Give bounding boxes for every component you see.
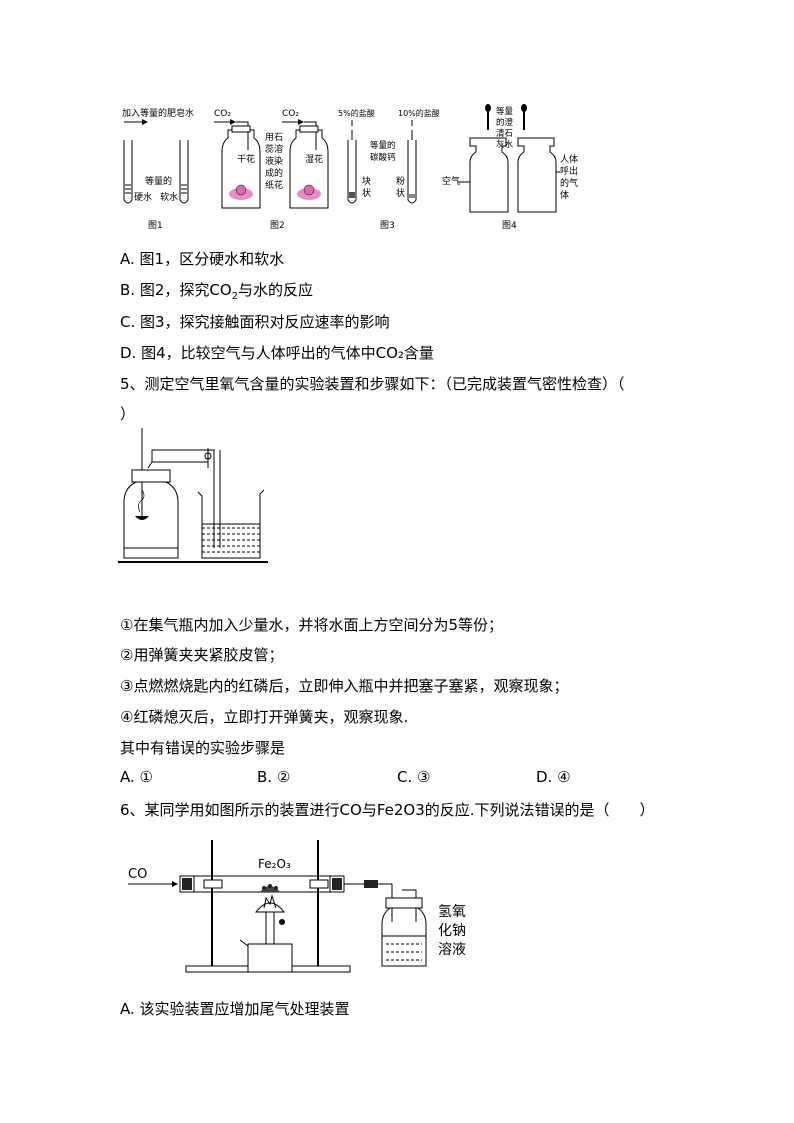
fig4-air-label: 空气: [442, 175, 460, 187]
q4-option-b: B. 图2，探究CO2与水的反应: [120, 279, 313, 302]
q5-question: 其中有错误的实验步骤是: [120, 739, 286, 757]
figure-1: 加入等量的肥皂水 等量的 硬水 软水 图1: [122, 107, 194, 231]
fig3-block: 块 状: [362, 175, 374, 199]
figure-2: CO₂ 干花 用石 蕊溶 液染 成的 纸花 CO₂ 湿花 图2: [214, 109, 329, 231]
q6-apparatus-figure: CO Fe₂O₃ 氢氧 化钠 溶液: [128, 840, 470, 973]
q6-fe2o3-label: Fe₂O₃: [258, 857, 291, 871]
q5-step-4: ④红磷熄灭后，立即打开弹簧夹，观察现象.: [120, 708, 409, 726]
q5-step-2: ②用弹簧夹夹紧胶皮管；: [120, 646, 284, 664]
fig3-powder: 粉 状: [396, 175, 408, 199]
q5-stem-line-2: ）: [120, 405, 136, 423]
q5-option-b: B. ②: [257, 768, 291, 786]
q6-stem: 6、某同学用如图所示的装置进行CO与Fe2O3的反应.下列说法错误的是（ ）: [120, 801, 655, 819]
q5-option-d: D. ④: [536, 768, 571, 786]
fig4-dropper-text: 等量 的澄 清石 灰水: [496, 106, 516, 150]
fig1-left-label: 硬水: [134, 191, 152, 203]
fig2-right-flower: 湿花: [305, 153, 323, 165]
fig1-middle-label: 等量的: [145, 175, 172, 187]
figure-3: 5%的盐酸 10%的盐酸 等量的 碳酸钙 块 状 粉 状 图3: [338, 108, 440, 231]
fig3-caption: 图3: [380, 220, 395, 231]
q4-option-d: D. 图4，比较空气与人体呼出的气体中CO₂含量: [120, 344, 434, 362]
fig2-co2-right: CO₂: [282, 109, 299, 119]
fig2-left-flower: 干花: [237, 153, 255, 165]
q5-option-a: A. ①: [120, 768, 153, 786]
q4-option-b-subscript: 2: [231, 291, 239, 302]
q6-option-a: A. 该实验装置应增加尾气处理装置: [120, 1000, 350, 1018]
fig3-middle-text: 等量的 碳酸钙: [370, 140, 398, 163]
fig2-side-text: 用石 蕊溶 液染 成的 纸花: [265, 132, 286, 191]
q6-co-label: CO: [128, 867, 147, 882]
fig2-co2-left: CO₂: [214, 109, 231, 119]
fig3-acid-right: 10%的盐酸: [398, 108, 440, 118]
q5-step-3: ③点燃燃烧匙内的红磷后，立即伸入瓶中并把塞子塞紧，观察现象；: [120, 677, 569, 695]
figure-4: 等量 的澄 清石 灰水 空气 人体 呼出 的气 体 图4: [442, 104, 581, 231]
q6-naoh-label: 氢氧 化钠 溶液: [438, 904, 470, 958]
q4-option-b-prefix: B. 图2，探究CO: [120, 281, 232, 299]
q4-option-a: A. 图1，区分硬水和软水: [120, 250, 285, 268]
fig2-caption: 图2: [270, 220, 285, 231]
q4-option-c: C. 图3，探究接触面积对反应速率的影响: [120, 313, 390, 331]
fig4-caption: 图4: [502, 220, 517, 231]
q5-step-1: ①在集气瓶内加入少量水，并将水面上方空间分为5等份；: [120, 616, 503, 634]
fig1-caption: 图1: [148, 220, 163, 231]
q5-apparatus-figure: [118, 428, 268, 563]
fig3-acid-left: 5%的盐酸: [338, 108, 375, 118]
q4-option-b-suffix: 与水的反应: [238, 281, 314, 299]
q4-figure-row: 加入等量的肥皂水 等量的 硬水 软水 图1 CO₂ 干花 用石 蕊溶 液染 成的…: [122, 104, 581, 231]
fig1-right-label: 软水: [160, 191, 178, 203]
q5-option-c: C. ③: [397, 768, 431, 786]
fig4-breath-text: 人体 呼出 的气 体: [560, 153, 581, 201]
fig1-top-label: 加入等量的肥皂水: [122, 107, 194, 119]
q5-stem-line-1: 5、测定空气里氧气含量的实验装置和步骤如下：（已完成装置气密性检查）（: [120, 375, 625, 393]
